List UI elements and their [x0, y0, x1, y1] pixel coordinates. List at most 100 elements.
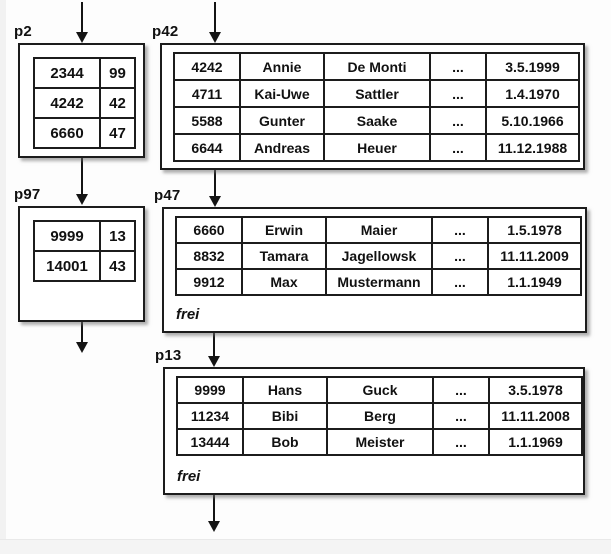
table-row: 5588 Gunter Saake ... 5.10.1966 — [173, 106, 580, 135]
cell-lastname: Heuer — [323, 133, 431, 162]
data-table-p47: 6660 Erwin Maier ... 1.5.1978 8832 Tamar… — [175, 216, 582, 296]
cell-id: 11234 — [176, 402, 244, 430]
table-row: 9912 Max Mustermann ... 1.1.1949 — [175, 268, 582, 296]
arrow-p47-to-p13 — [208, 333, 220, 367]
cell-lastname: Berg — [326, 402, 434, 430]
cell-firstname: Bibi — [242, 402, 328, 430]
cell-id: 8832 — [175, 242, 243, 270]
cell-date: 3.5.1978 — [488, 376, 583, 404]
cell-id: 4242 — [173, 52, 241, 81]
page-label-p42: p42 — [152, 23, 179, 40]
cell-lastname: Guck — [326, 376, 434, 404]
cell-date: 1.4.1970 — [485, 79, 580, 108]
cell-key: 14001 — [33, 250, 101, 282]
cell-firstname: Erwin — [241, 216, 327, 244]
cell-ellipsis: ... — [432, 428, 490, 456]
cell-lastname: Jagellowsk — [325, 242, 433, 270]
cell-id: 9999 — [176, 376, 244, 404]
table-row: 2344 99 — [33, 57, 136, 89]
cell-id: 4711 — [173, 79, 241, 108]
table-row: 6660 47 — [33, 117, 136, 149]
page-box-p47: 6660 Erwin Maier ... 1.5.1978 8832 Tamar… — [162, 207, 587, 333]
page-box-p97: 9999 13 14001 43 — [18, 206, 145, 322]
table-row: 6644 Andreas Heuer ... 11.12.1988 — [173, 133, 580, 162]
cell-ellipsis: ... — [429, 106, 487, 135]
cell-date: 1.5.1978 — [487, 216, 582, 244]
cell-date: 3.5.1999 — [485, 52, 580, 81]
cell-ellipsis: ... — [429, 133, 487, 162]
cell-firstname: Andreas — [239, 133, 325, 162]
page-label-p2: p2 — [14, 23, 32, 40]
cell-pointer: 13 — [99, 220, 136, 252]
cell-ellipsis: ... — [432, 376, 490, 404]
data-table-p13: 9999 Hans Guck ... 3.5.1978 11234 Bibi B… — [176, 376, 583, 456]
data-table-p42: 4242 Annie De Monti ... 3.5.1999 4711 Ka… — [173, 52, 580, 162]
cell-pointer: 47 — [99, 117, 136, 149]
arrow-into-p42 — [209, 2, 221, 43]
page-box-p2: 2344 99 4242 42 6660 47 — [18, 43, 145, 158]
cell-date: 1.1.1949 — [487, 268, 582, 296]
cell-id: 5588 — [173, 106, 241, 135]
cell-firstname: Annie — [239, 52, 325, 81]
cell-firstname: Hans — [242, 376, 328, 404]
cell-pointer: 99 — [99, 57, 136, 89]
table-row: 4711 Kai-Uwe Sattler ... 1.4.1970 — [173, 79, 580, 108]
cell-firstname: Tamara — [241, 242, 327, 270]
cell-id: 6644 — [173, 133, 241, 162]
cell-id: 9912 — [175, 268, 243, 296]
cell-key: 6660 — [33, 117, 101, 149]
cell-firstname: Gunter — [239, 106, 325, 135]
table-row: 14001 43 — [33, 250, 136, 282]
index-table-p2: 2344 99 4242 42 6660 47 — [33, 57, 136, 149]
cell-key: 2344 — [33, 57, 101, 89]
cell-date: 11.12.1988 — [485, 133, 580, 162]
table-row: 4242 42 — [33, 87, 136, 119]
free-space-label: frei — [177, 468, 201, 485]
cell-firstname: Kai-Uwe — [239, 79, 325, 108]
cell-pointer: 43 — [99, 250, 136, 282]
cell-lastname: Sattler — [323, 79, 431, 108]
table-row: 8832 Tamara Jagellowsk ... 11.11.2009 — [175, 242, 582, 270]
index-table-p97: 9999 13 14001 43 — [33, 220, 136, 282]
cell-date: 5.10.1966 — [485, 106, 580, 135]
cell-firstname: Max — [241, 268, 327, 296]
arrow-p2-to-p97 — [76, 158, 88, 205]
cell-lastname: Maier — [325, 216, 433, 244]
cell-ellipsis: ... — [431, 216, 489, 244]
page-box-p13: 9999 Hans Guck ... 3.5.1978 11234 Bibi B… — [163, 367, 585, 495]
cell-lastname: Mustermann — [325, 268, 433, 296]
cell-pointer: 42 — [99, 87, 136, 119]
arrow-out-of-p97 — [76, 322, 88, 353]
cell-date: 11.11.2008 — [488, 402, 583, 430]
cell-id: 6660 — [175, 216, 243, 244]
table-row: 6660 Erwin Maier ... 1.5.1978 — [175, 216, 582, 244]
table-row: 9999 13 — [33, 220, 136, 252]
cell-date: 11.11.2009 — [487, 242, 582, 270]
page-label-p97: p97 — [14, 186, 41, 203]
cell-lastname: Saake — [323, 106, 431, 135]
arrow-out-of-p13 — [208, 495, 220, 532]
cell-ellipsis: ... — [431, 242, 489, 270]
cell-lastname: De Monti — [323, 52, 431, 81]
cell-firstname: Bob — [242, 428, 328, 456]
cell-key: 9999 — [33, 220, 101, 252]
page-edge-bottom — [0, 539, 611, 554]
table-row: 11234 Bibi Berg ... 11.11.2008 — [176, 402, 583, 430]
page-edge-left — [0, 0, 6, 554]
cell-date: 1.1.1969 — [488, 428, 583, 456]
cell-key: 4242 — [33, 87, 101, 119]
cell-ellipsis: ... — [431, 268, 489, 296]
arrow-p42-to-p47 — [209, 169, 221, 207]
table-row: 13444 Bob Meister ... 1.1.1969 — [176, 428, 583, 456]
cell-id: 13444 — [176, 428, 244, 456]
table-row: 4242 Annie De Monti ... 3.5.1999 — [173, 52, 580, 81]
page-box-p42: 4242 Annie De Monti ... 3.5.1999 4711 Ka… — [160, 43, 585, 170]
page-label-p13: p13 — [155, 347, 182, 364]
page-label-p47: p47 — [154, 187, 181, 204]
cell-ellipsis: ... — [429, 79, 487, 108]
cell-ellipsis: ... — [429, 52, 487, 81]
table-row: 9999 Hans Guck ... 3.5.1978 — [176, 376, 583, 404]
arrow-into-p2 — [76, 2, 88, 43]
cell-ellipsis: ... — [432, 402, 490, 430]
